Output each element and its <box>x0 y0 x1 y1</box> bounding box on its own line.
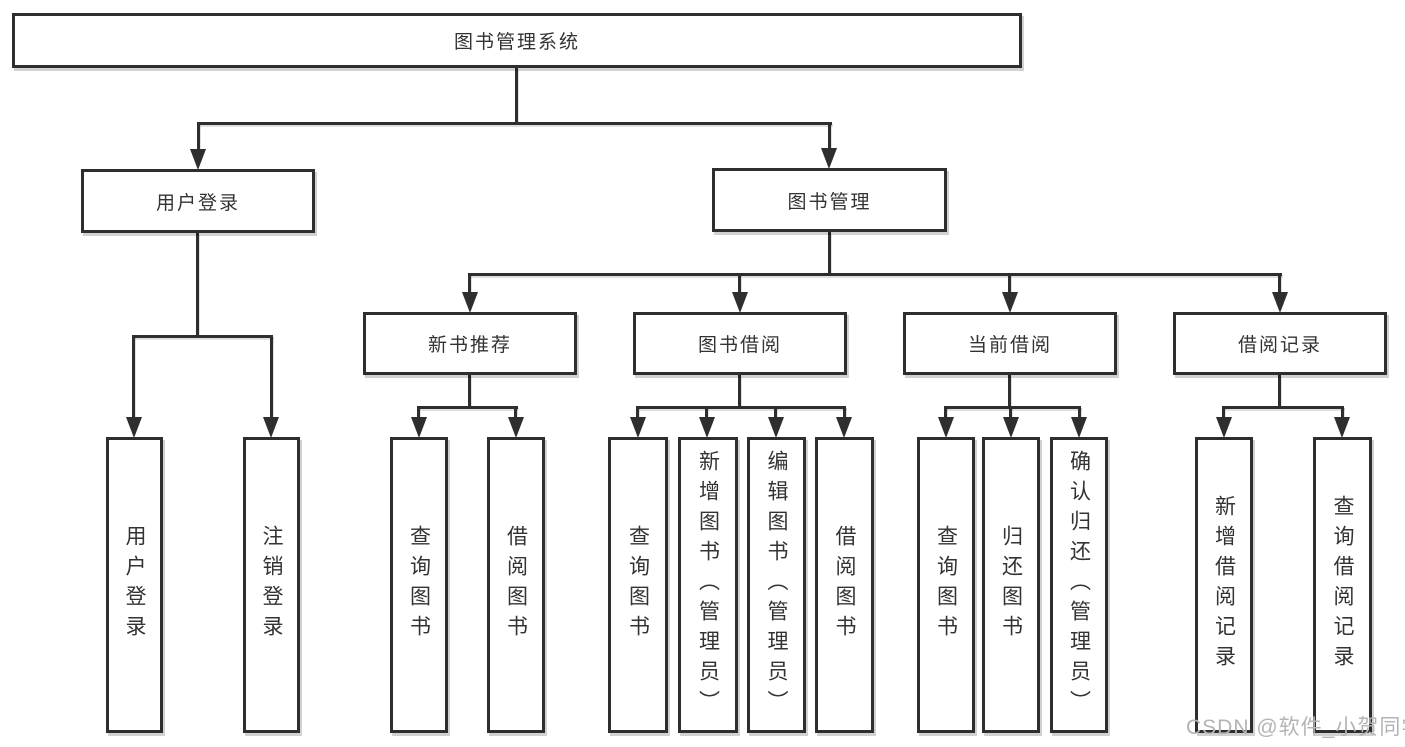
arrow-down-icon <box>1272 292 1288 313</box>
connector-line <box>417 406 420 419</box>
arrow-down-icon <box>1334 417 1350 438</box>
connector-line <box>738 273 741 294</box>
leaf-query-books-recommend: 查询图书 <box>390 437 448 733</box>
arrow-down-icon <box>1002 292 1018 313</box>
node-library-system: 图书管理系统 <box>12 13 1022 68</box>
connector-line <box>132 335 135 419</box>
csdn-watermark: CSDN @软件_小贺同学 <box>1186 716 1405 739</box>
arrow-down-icon <box>1071 417 1087 438</box>
connector-line <box>196 233 199 335</box>
connector-line <box>197 122 200 151</box>
arrow-down-icon <box>462 292 478 313</box>
connector-line <box>132 335 273 338</box>
leaf-add-borrow-record: 新增借阅记录 <box>1195 437 1253 733</box>
connector-line <box>468 273 1282 276</box>
connector-line <box>636 406 846 409</box>
leaf-logout-login: 注销登录 <box>243 437 300 733</box>
arrow-down-icon <box>836 417 852 438</box>
arrow-down-icon <box>938 417 954 438</box>
node-user-login-group: 用户登录 <box>81 169 315 233</box>
connector-line <box>705 406 708 419</box>
leaf-query-borrow-record: 查询借阅记录 <box>1313 437 1372 733</box>
arrow-down-icon <box>508 417 524 438</box>
arrow-down-icon <box>1216 417 1232 438</box>
arrow-down-icon <box>190 149 206 170</box>
node-new-book-recommendation: 新书推荐 <box>363 312 577 375</box>
connector-line <box>514 406 517 419</box>
connector-line <box>1222 406 1344 409</box>
connector-line <box>828 232 831 273</box>
connector-line <box>944 406 947 419</box>
leaf-borrow-books-recommend: 借阅图书 <box>487 437 545 733</box>
connector-line <box>636 406 639 419</box>
node-book-borrowing: 图书借阅 <box>633 312 847 375</box>
connector-line <box>468 273 471 294</box>
connector-line <box>774 406 777 419</box>
connector-line <box>468 375 471 406</box>
connector-line <box>1341 406 1344 419</box>
arrow-down-icon <box>263 417 279 438</box>
arrow-down-icon <box>1003 417 1019 438</box>
arrow-down-icon <box>732 292 748 313</box>
connector-line <box>417 406 518 409</box>
leaf-query-books-borrowing: 查询图书 <box>608 437 668 733</box>
node-current-borrowing: 当前借阅 <box>903 312 1117 375</box>
connector-line <box>1009 406 1012 419</box>
node-book-management: 图书管理 <box>712 168 947 232</box>
connector-line <box>843 406 846 419</box>
leaf-return-books: 归还图书 <box>982 437 1040 733</box>
leaf-edit-books-admin: 编辑图书（管理员） <box>747 437 806 733</box>
connector-line <box>1078 406 1081 419</box>
node-borrowing-records: 借阅记录 <box>1173 312 1387 375</box>
connector-line <box>197 122 832 125</box>
arrow-down-icon <box>126 417 142 438</box>
connector-line <box>1008 273 1011 294</box>
connector-line <box>1278 375 1281 406</box>
connector-line <box>738 375 741 406</box>
connector-line <box>828 122 831 150</box>
connector-line <box>270 335 273 419</box>
leaf-add-books-admin: 新增图书（管理员） <box>678 437 738 733</box>
arrow-down-icon <box>821 148 837 169</box>
arrow-down-icon <box>699 417 715 438</box>
leaf-borrow-books-borrowing: 借阅图书 <box>815 437 874 733</box>
connector-line <box>515 68 518 122</box>
arrow-down-icon <box>411 417 427 438</box>
connector-line <box>944 406 1081 409</box>
leaf-query-books-current: 查询图书 <box>917 437 975 733</box>
arrow-down-icon <box>768 417 784 438</box>
connector-line <box>1008 375 1011 406</box>
connector-line <box>1222 406 1225 419</box>
leaf-user-login: 用户登录 <box>106 437 163 733</box>
connector-line <box>1278 273 1281 294</box>
leaf-confirm-return-admin: 确认归还（管理员） <box>1050 437 1108 733</box>
arrow-down-icon <box>630 417 646 438</box>
